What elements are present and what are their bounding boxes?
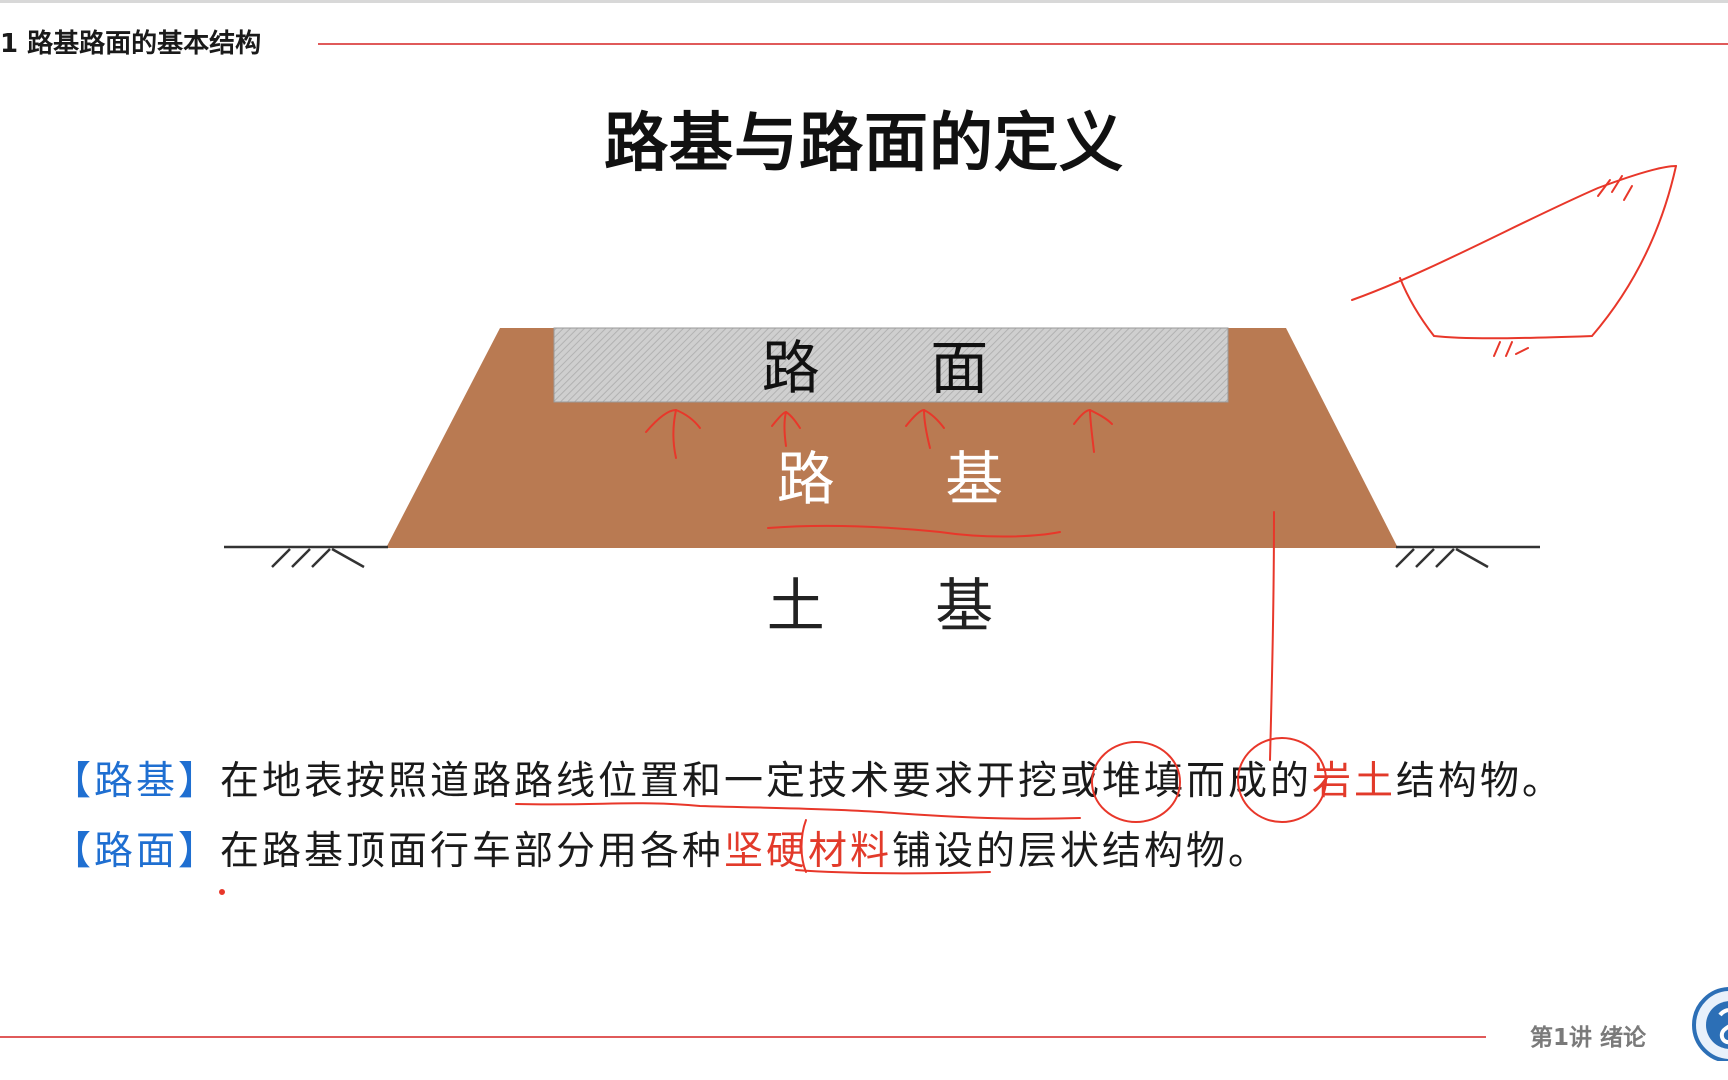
footer-divider	[0, 1036, 1486, 1038]
definition-pavement: 【路面】在路基顶面行车部分用各种坚硬材料铺设的层状结构物。	[52, 822, 1270, 882]
pavement-label: 路 面	[762, 334, 989, 402]
university-logo-icon	[1692, 987, 1728, 1061]
definition-highlight: 坚硬材料	[724, 829, 893, 874]
definition-text-end: 铺设的层状结构物。	[892, 829, 1271, 874]
ground-line-right	[1395, 545, 1540, 569]
definition-highlight: 岩土	[1312, 759, 1397, 804]
definition-tag: 【路基】	[52, 759, 221, 804]
definition-text-end: 结构物。	[1396, 759, 1565, 804]
definition-subgrade: 【路基】在地表按照道路路线位置和一定技术要求开挖或堆填而成的岩土结构物。	[52, 752, 1564, 812]
header-divider	[318, 43, 1728, 45]
subgrade-label: 路 基	[777, 445, 1004, 513]
definition-text: 在地表按照道路路线位置和一定技术要求开挖或堆填而成的	[220, 759, 1313, 804]
definition-tag: 【路面】	[52, 829, 221, 874]
definition-text: 在路基顶面行车部分用各种	[220, 829, 725, 874]
pavement-layer	[553, 327, 1229, 403]
top-border	[0, 0, 1728, 3]
ground-line-left	[224, 545, 388, 569]
lecture-label: 第1讲 绪论	[1530, 1025, 1647, 1051]
section-header: 1 路基路面的基本结构	[0, 29, 262, 59]
foundation-label: 土 基	[767, 572, 994, 640]
slide-title: 路基与路面的定义	[604, 107, 1124, 181]
